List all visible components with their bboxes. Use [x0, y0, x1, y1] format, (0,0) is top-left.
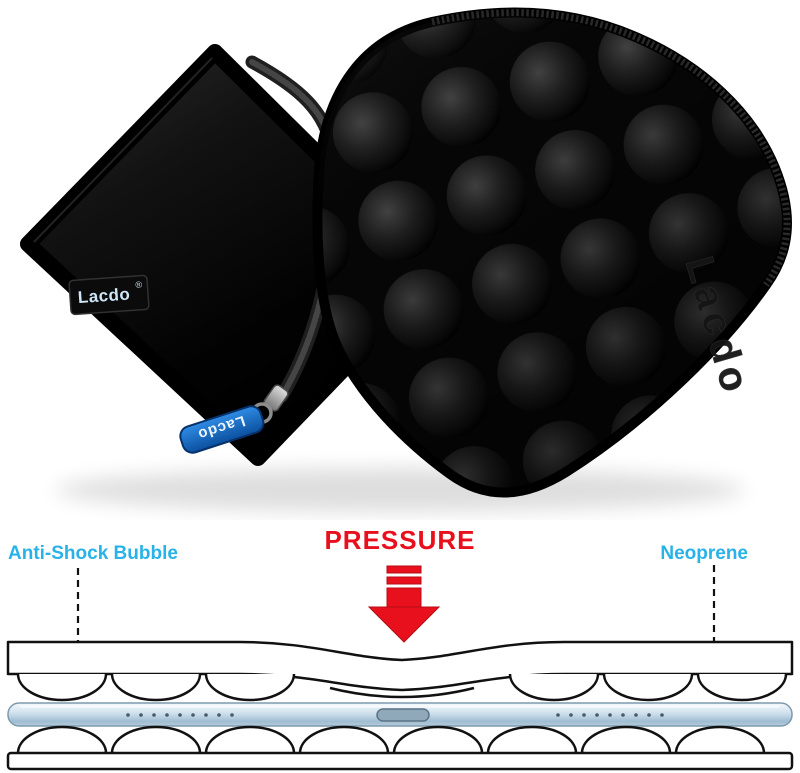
- anti-shock-bubbles-bottom: [16, 725, 766, 754]
- brand-label-text: Lacdo: [77, 284, 131, 307]
- top-neoprene-layer: [6, 640, 794, 692]
- neoprene-label: Neoprene: [660, 543, 748, 564]
- cross-section-diagram: PRESSURE Anti-Shock Bubble Neoprene: [0, 520, 800, 773]
- pressure-arrow: [367, 565, 441, 643]
- brand-label: Lacdo ®: [68, 274, 150, 316]
- sleeve-shadow: [55, 468, 745, 512]
- flap-shading: [317, 12, 787, 493]
- sleeve-illustration: Lacdo ® Lacdo: [20, 7, 792, 512]
- zipper-tag: Lacdo: [179, 405, 265, 454]
- charging-port: [376, 708, 430, 722]
- speaker-holes-left: [126, 713, 234, 717]
- bottom-neoprene-layer: [6, 751, 794, 771]
- anti-shock-bubble-label: Anti-Shock Bubble: [8, 543, 178, 564]
- tablet-device: [7, 702, 793, 727]
- product-photo: Lacdo ® Lacdo: [20, 7, 792, 512]
- anti-shock-bubbles-top: [16, 673, 788, 702]
- zipper-pull: Lacdo: [179, 384, 289, 454]
- sleeve-flap: Lacdo: [312, 7, 792, 498]
- speaker-holes-right: [556, 713, 664, 717]
- brand-label-reg: ®: [135, 280, 143, 290]
- pressure-label: PRESSURE: [324, 525, 476, 555]
- cross-section-drawing: [6, 565, 794, 771]
- flap-zipper-edge: [431, 9, 791, 288]
